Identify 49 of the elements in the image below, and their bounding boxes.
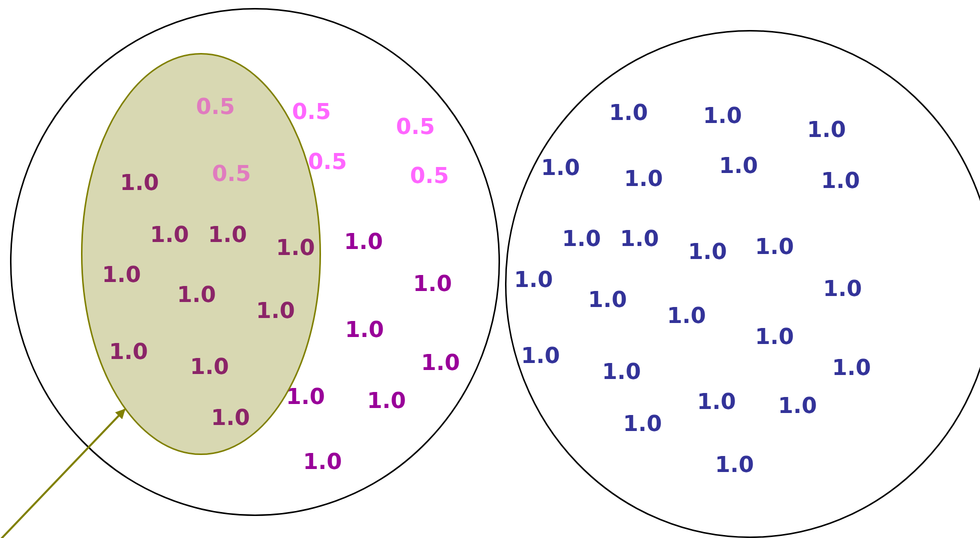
weight-value: 1.0: [703, 105, 742, 129]
weight-value: 1.0: [211, 407, 250, 431]
weight-value: 0.5: [292, 101, 331, 125]
weight-value: 1.0: [367, 390, 406, 414]
weight-value: 1.0: [688, 241, 727, 265]
weight-value: 1.0: [344, 231, 383, 255]
weight-value: 1.0: [823, 278, 862, 302]
weight-value: 1.0: [190, 356, 229, 380]
circle-region: [505, 30, 980, 538]
weight-value: 1.0: [521, 345, 560, 369]
weight-value: 1.0: [715, 454, 754, 478]
weight-value: 1.0: [755, 326, 794, 350]
weight-value: 1.0: [276, 237, 315, 261]
weight-value: 1.0: [413, 273, 452, 297]
weight-value: 1.0: [177, 284, 216, 308]
weight-value: 1.0: [256, 300, 295, 324]
weight-value: 0.5: [212, 163, 251, 187]
weight-value: 1.0: [303, 451, 342, 475]
weight-value: 1.0: [421, 352, 460, 376]
weight-value: 1.0: [719, 155, 758, 179]
weight-value: 1.0: [697, 391, 736, 415]
weight-value: 1.0: [345, 319, 384, 343]
weight-value: 1.0: [150, 224, 189, 248]
weight-value: 1.0: [514, 269, 553, 293]
circle-region: [10, 8, 500, 516]
weight-value: 1.0: [109, 341, 148, 365]
weight-value: 1.0: [667, 305, 706, 329]
weight-value: 1.0: [821, 170, 860, 194]
weight-value: 1.0: [541, 157, 580, 181]
weight-value: 1.0: [102, 264, 141, 288]
weight-value: 1.0: [755, 236, 794, 260]
weight-value: 1.0: [623, 413, 662, 437]
weight-value: 1.0: [208, 224, 247, 248]
arrow: [0, 408, 126, 538]
weight-value: 1.0: [286, 386, 325, 410]
weight-value: 0.5: [396, 116, 435, 140]
weight-value: 1.0: [832, 357, 871, 381]
weight-value: 1.0: [120, 172, 159, 196]
weight-value: 0.5: [196, 96, 235, 120]
weight-value: 1.0: [562, 228, 601, 252]
weight-value: 0.5: [308, 151, 347, 175]
weight-value: 1.0: [778, 395, 817, 419]
weight-value: 1.0: [807, 119, 846, 143]
weight-value: 1.0: [602, 361, 641, 385]
weight-value: 1.0: [620, 228, 659, 252]
weight-value: 0.5: [410, 165, 449, 189]
weight-value: 1.0: [609, 102, 648, 126]
weight-value: 1.0: [588, 289, 627, 313]
weight-value: 1.0: [624, 168, 663, 192]
